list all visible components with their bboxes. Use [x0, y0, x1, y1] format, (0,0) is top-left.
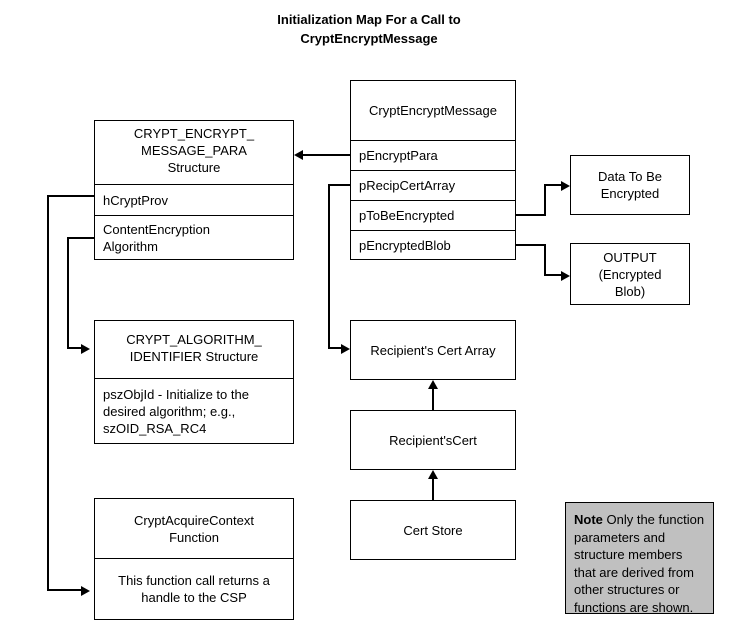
row-contentencryptionalgorithm-line2: Algorithm — [103, 238, 158, 254]
message-para-box — [94, 120, 294, 260]
cert-store-box — [350, 500, 516, 560]
recipient-cert-array-label: Recipient's Cert Array — [370, 342, 496, 358]
row-pencryptpara: pEncryptPara — [359, 148, 438, 163]
row-hcryptprov: hCryptProv — [103, 192, 169, 208]
crypt-acquire-context-header: CryptAcquireContext Function — [95, 499, 293, 558]
divider — [350, 230, 516, 231]
arrow-ptobeencrypted — [561, 181, 570, 191]
row-ptobeencrypted: pToBeEncrypted — [359, 208, 455, 223]
page-title-line2: CryptEncryptMessage — [300, 31, 438, 46]
page-title: Initialization Map For a Call to CryptEn… — [0, 10, 738, 48]
crypt-acquire-context-body-line2: handle to the CSP — [141, 590, 247, 605]
crypt-acquire-context-header-line1: CryptAcquireContext — [134, 512, 254, 528]
algorithm-identifier-body-line2: desired algorithm; e.g., — [103, 403, 236, 419]
output-blob-line3: Blob) — [614, 283, 646, 299]
divider — [350, 170, 516, 171]
output-blob-line2: (Encrypted — [598, 266, 662, 282]
note-text: Only the function parameters and structu… — [574, 512, 705, 615]
data-to-be-encrypted-box — [570, 155, 690, 215]
divider — [350, 200, 516, 201]
connector-hcryptprov-top — [47, 195, 95, 197]
data-to-be-encrypted-label: Data To Be Encrypted — [571, 156, 689, 214]
arrow-cert-to-array — [428, 380, 438, 389]
note-label: Note — [574, 512, 603, 527]
algorithm-identifier-header-line1: CRYPT_ALGORITHM_ — [126, 331, 262, 347]
divider — [350, 140, 516, 141]
data-to-be-encrypted-line2: Encrypted — [600, 186, 660, 201]
arrow-contentalg — [81, 344, 90, 354]
algorithm-identifier-header: CRYPT_ALGORITHM_ IDENTIFIER Structure — [95, 321, 293, 374]
arrow-hcryptprov — [81, 586, 90, 596]
algorithm-identifier-body: pszObjId - Initialize to the desired alg… — [95, 379, 293, 443]
divider — [94, 558, 294, 559]
connector-contentalg-top — [67, 237, 95, 239]
crypt-acquire-context-box — [94, 498, 294, 620]
connector-pencryptedblob-bottom — [544, 274, 561, 276]
algorithm-identifier-header-line2: IDENTIFIER Structure — [129, 348, 259, 364]
divider — [94, 215, 294, 216]
arrow-precipcertarray — [341, 344, 350, 354]
output-blob-line1: OUTPUT — [603, 249, 657, 265]
connector-contentalg-bottom — [67, 347, 81, 349]
cert-store-label: Cert Store — [403, 522, 463, 538]
connector-pencryptedblob-vert — [544, 244, 546, 276]
divider — [94, 184, 294, 185]
crypt-acquire-context-body: This function call returns a handle to t… — [95, 559, 293, 619]
output-blob-box — [570, 243, 690, 305]
crypt-acquire-context-header-line2: Function — [169, 529, 219, 545]
crypt-encrypt-message-header: CryptEncryptMessage — [369, 103, 497, 118]
data-to-be-encrypted-line1: Data To Be — [597, 169, 663, 184]
connector-ptobeencrypted-vert — [544, 184, 546, 216]
arrow-pencryptpara — [294, 150, 303, 160]
connector-contentalg-vert — [67, 237, 69, 349]
connector-ptobeencrypted-top — [544, 184, 561, 186]
connector-pencryptpara — [303, 154, 351, 156]
note-box: Note Only the function parameters and st… — [565, 502, 714, 615]
connector-cert-to-array — [432, 389, 434, 410]
algorithm-identifier-body-line3: szOID_RSA_RC4 — [103, 420, 207, 436]
message-para-header-line2: MESSAGE_PARA — [141, 142, 247, 158]
row-contentencryptionalgorithm-line1: ContentEncryption — [103, 221, 210, 237]
connector-precipcertarray-top — [328, 184, 351, 186]
crypt-acquire-context-body-line1: This function call returns a — [118, 573, 270, 588]
divider — [94, 378, 294, 379]
message-para-header-line1: CRYPT_ENCRYPT_ — [133, 125, 255, 141]
page-title-line1: Initialization Map For a Call to — [277, 12, 461, 27]
connector-ptobeencrypted-bottom — [516, 214, 546, 216]
output-blob-label: OUTPUT (Encrypted Blob) — [571, 244, 689, 304]
message-para-header: CRYPT_ENCRYPT_ MESSAGE_PARA Structure — [95, 121, 293, 179]
recipient-cert-box — [350, 410, 516, 470]
arrow-pencryptedblob — [561, 271, 570, 281]
row-precipcertarray: pRecipCertArray — [359, 178, 456, 193]
row-contentencryptionalgorithm: ContentEncryption Algorithm — [95, 216, 293, 259]
algorithm-identifier-box — [94, 320, 294, 444]
row-pencryptedblob: pEncryptedBlob — [359, 238, 451, 253]
recipient-cert-label: Recipient'sCert — [389, 432, 477, 448]
connector-pencryptedblob-top — [516, 244, 546, 246]
message-para-header-line3: Structure — [167, 159, 221, 175]
connector-precipcertarray-vert — [328, 184, 330, 349]
algorithm-identifier-body-line1: pszObjId - Initialize to the — [103, 386, 249, 402]
connector-precipcertarray-bottom — [328, 347, 341, 349]
connector-hcryptprov-bottom — [47, 589, 81, 591]
connector-store-to-cert — [432, 479, 434, 500]
recipient-cert-array-box — [350, 320, 516, 380]
connector-hcryptprov-vert — [47, 195, 49, 591]
arrow-store-to-cert — [428, 470, 438, 479]
